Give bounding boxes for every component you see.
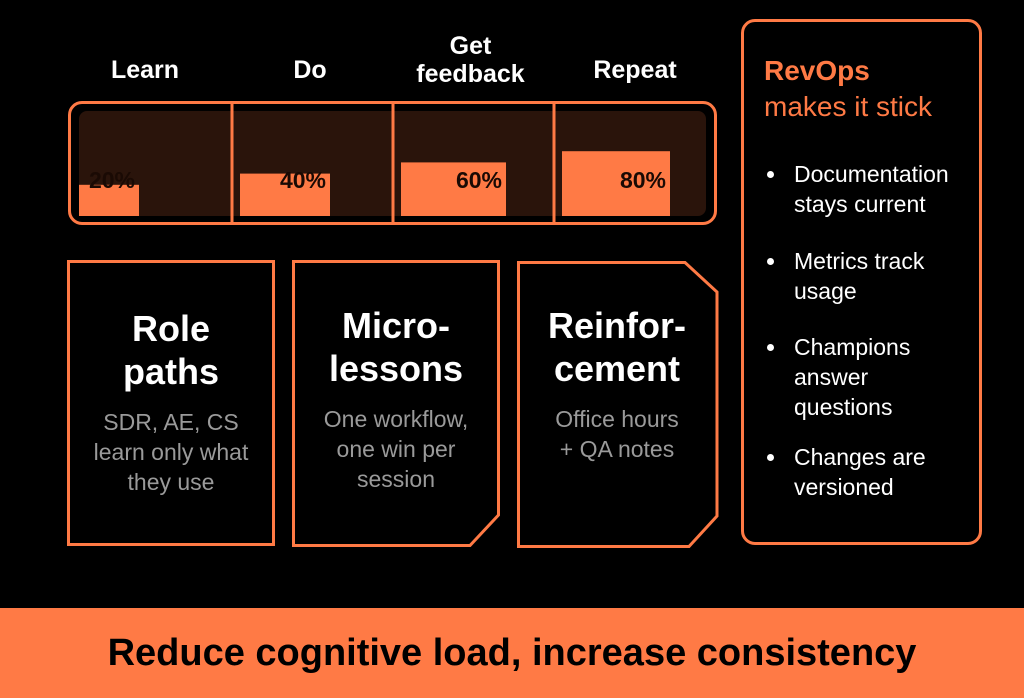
card-subtitle: Office hours + QA notes bbox=[555, 406, 679, 462]
stage-label-learn: Learn bbox=[110, 56, 180, 84]
revops-subtitle: makes it stick bbox=[764, 91, 933, 122]
bullet-dot-icon bbox=[767, 171, 774, 178]
revops-panel: RevOps makes it stick Documentation stay… bbox=[741, 19, 982, 545]
percent-label-2: 40% bbox=[280, 167, 326, 193]
progress-bar-2 bbox=[240, 173, 330, 216]
stage-label-repeat: Repeat bbox=[593, 56, 677, 84]
progress-panel: 20% 40% 60% 80% bbox=[68, 101, 717, 225]
percent-label-4: 80% bbox=[620, 167, 666, 193]
progress-bars: 20% 40% 60% 80% bbox=[79, 104, 706, 222]
footer-text: Reduce cognitive load, increase consiste… bbox=[107, 631, 917, 674]
stage-label-get-feedback: Get feedback bbox=[416, 32, 525, 88]
card-role-paths: Role paths SDR, AE, CS learn only what t… bbox=[67, 260, 275, 546]
card-title: Reinfor- cement bbox=[548, 305, 686, 389]
progress-bar-4 bbox=[562, 151, 670, 216]
card-micro-lessons-frame bbox=[292, 260, 500, 547]
bullet-dot-icon bbox=[767, 454, 774, 461]
card-subtitle: One workflow, one win per session bbox=[323, 406, 469, 492]
card-reinforcement-frame bbox=[517, 261, 719, 548]
progress-bar-3 bbox=[401, 162, 506, 216]
card-subtitle: SDR, AE, CS learn only what they use bbox=[93, 409, 249, 495]
card-title: Micro- lessons bbox=[328, 305, 464, 389]
card-reinforcement: Reinfor- cement Office hours + QA notes bbox=[517, 260, 717, 546]
card-title: Role paths bbox=[122, 308, 219, 392]
percent-label-1: 20% bbox=[89, 167, 135, 193]
bullet-dot-icon bbox=[767, 258, 774, 265]
revops-title: RevOps bbox=[764, 55, 870, 86]
progress-bar-1 bbox=[79, 184, 139, 216]
footer-banner: Reduce cognitive load, increase consiste… bbox=[0, 608, 1024, 698]
stage-label-do: Do bbox=[293, 56, 327, 84]
card-micro-lessons: Micro- lessons One workflow, one win per… bbox=[292, 260, 500, 546]
percent-label-3: 60% bbox=[456, 167, 502, 193]
bullet-dot-icon bbox=[767, 344, 774, 351]
